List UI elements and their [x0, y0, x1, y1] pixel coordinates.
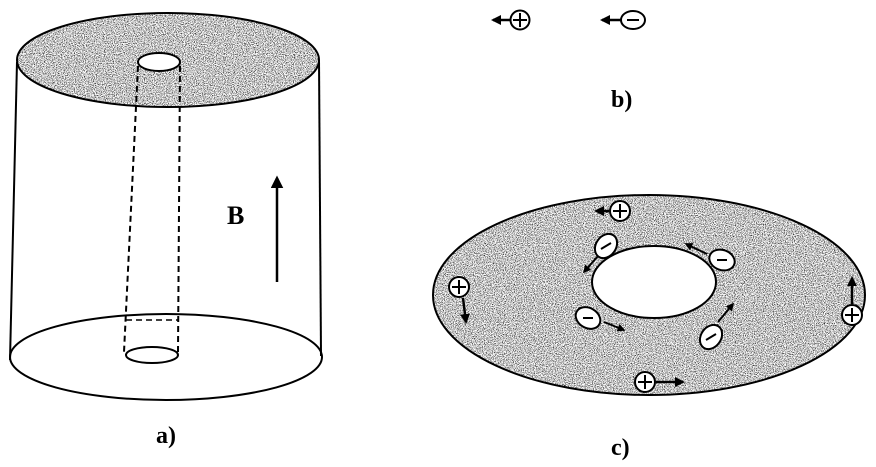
panel-a-label: a) — [156, 423, 176, 449]
field-label-b: B — [227, 201, 244, 230]
disk-hole — [591, 245, 717, 319]
panel-b-label: b) — [611, 87, 632, 113]
positive-charge-legend — [491, 9, 531, 31]
outer-positive-charge — [594, 200, 631, 222]
inner-negative-charge — [698, 302, 735, 351]
panel-c-disk: c) — [432, 194, 866, 461]
hole-left-wall — [123, 65, 139, 353]
cylinder-bottom — [9, 313, 323, 401]
top-hole — [137, 52, 181, 72]
hole-right-wall — [177, 65, 181, 353]
bottom-hole — [125, 346, 179, 364]
panel-a-cylinder: B a) — [9, 12, 323, 449]
panel-b-legend: b) — [491, 9, 646, 113]
inner-negative-charge — [574, 306, 626, 332]
outer-positive-charge — [634, 371, 685, 393]
cylinder-left-side — [9, 61, 18, 361]
outer-positive-charge — [841, 276, 863, 326]
inner-negative-charge — [582, 232, 619, 274]
cylinder-right-side — [318, 59, 322, 357]
outer-positive-charge — [448, 276, 470, 324]
negative-charge-legend — [600, 10, 646, 30]
cylinder-top-surface — [16, 12, 320, 108]
panel-c-label: c) — [611, 435, 630, 461]
inner-negative-charge — [684, 243, 736, 272]
